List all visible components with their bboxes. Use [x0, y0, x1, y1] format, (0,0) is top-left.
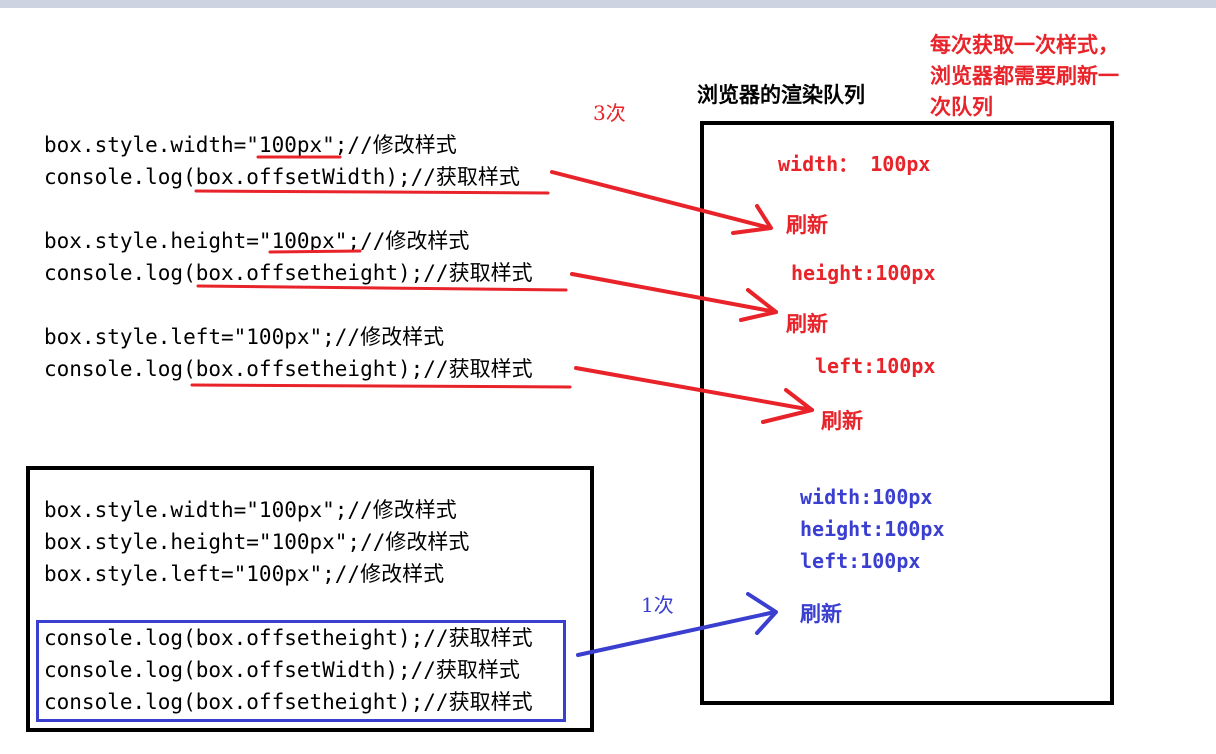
- note-line-3: 次队列: [930, 94, 993, 119]
- red-arrow-2: [570, 272, 778, 314]
- batched-write-left: box.style.left="100px";//修改样式: [44, 562, 445, 586]
- code-line-left-read: console.log(box.offsetheight);//获取样式: [44, 357, 533, 381]
- queue-width: width： 100px: [778, 152, 931, 176]
- code-line-height-write: box.style.height="100px";//修改样式: [44, 229, 470, 253]
- queue-refresh-2: 刷新: [786, 311, 828, 336]
- red-arrow-3: [574, 366, 814, 412]
- batched-reads-box: [36, 620, 566, 722]
- queue-refresh-1: 刷新: [786, 212, 828, 237]
- underline-height-value: [268, 249, 362, 254]
- queue-refresh-3: 刷新: [821, 408, 863, 433]
- top-bar: [0, 0, 1216, 8]
- code-line-height-read: console.log(box.offsetheight);//获取样式: [44, 261, 533, 285]
- three-times-label: 3次: [593, 101, 626, 125]
- blue-arrow: [576, 610, 777, 657]
- render-queue-box: [700, 121, 1114, 705]
- red-arrow-3-head: [761, 388, 814, 424]
- queue-batch-left: left:100px: [800, 549, 921, 573]
- red-arrow-1-head: [731, 204, 773, 235]
- batched-write-height: box.style.height="100px";//修改样式: [44, 530, 470, 554]
- batched-read-3: console.log(box.offsetheight);//获取样式: [44, 690, 533, 714]
- code-line-width-read: console.log(box.offsetWidth);//获取样式: [44, 165, 520, 189]
- queue-batch-refresh: 刷新: [800, 601, 842, 626]
- one-time-label: 1次: [641, 593, 674, 617]
- queue-batch-height: height:100px: [800, 517, 945, 541]
- underline-width-read: [194, 189, 550, 195]
- batched-read-2: console.log(box.offsetWidth);//获取样式: [44, 658, 520, 682]
- queue-batch-width: width:100px: [800, 485, 933, 509]
- red-arrow-2-head: [739, 288, 778, 322]
- code-line-left-write: box.style.left="100px";//修改样式: [44, 325, 445, 349]
- queue-height: height:100px: [791, 261, 936, 285]
- batched-code-box: [26, 466, 594, 732]
- queue-title: 浏览器的渲染队列: [697, 82, 865, 107]
- blue-arrow-head: [746, 592, 778, 635]
- batched-read-1: console.log(box.offsetheight);//获取样式: [44, 626, 533, 650]
- underline-left-read: [190, 383, 572, 389]
- note-line-1: 每次获取一次样式，: [930, 32, 1119, 57]
- note-line-2: 浏览器都需要刷新一: [930, 63, 1119, 88]
- queue-left: left:100px: [815, 354, 936, 378]
- underline-height-read: [196, 284, 568, 292]
- red-arrow-1: [550, 170, 772, 230]
- batched-write-width: box.style.width="100px";//修改样式: [44, 498, 457, 522]
- code-line-width-write: box.style.width="100px";//修改样式: [44, 133, 457, 157]
